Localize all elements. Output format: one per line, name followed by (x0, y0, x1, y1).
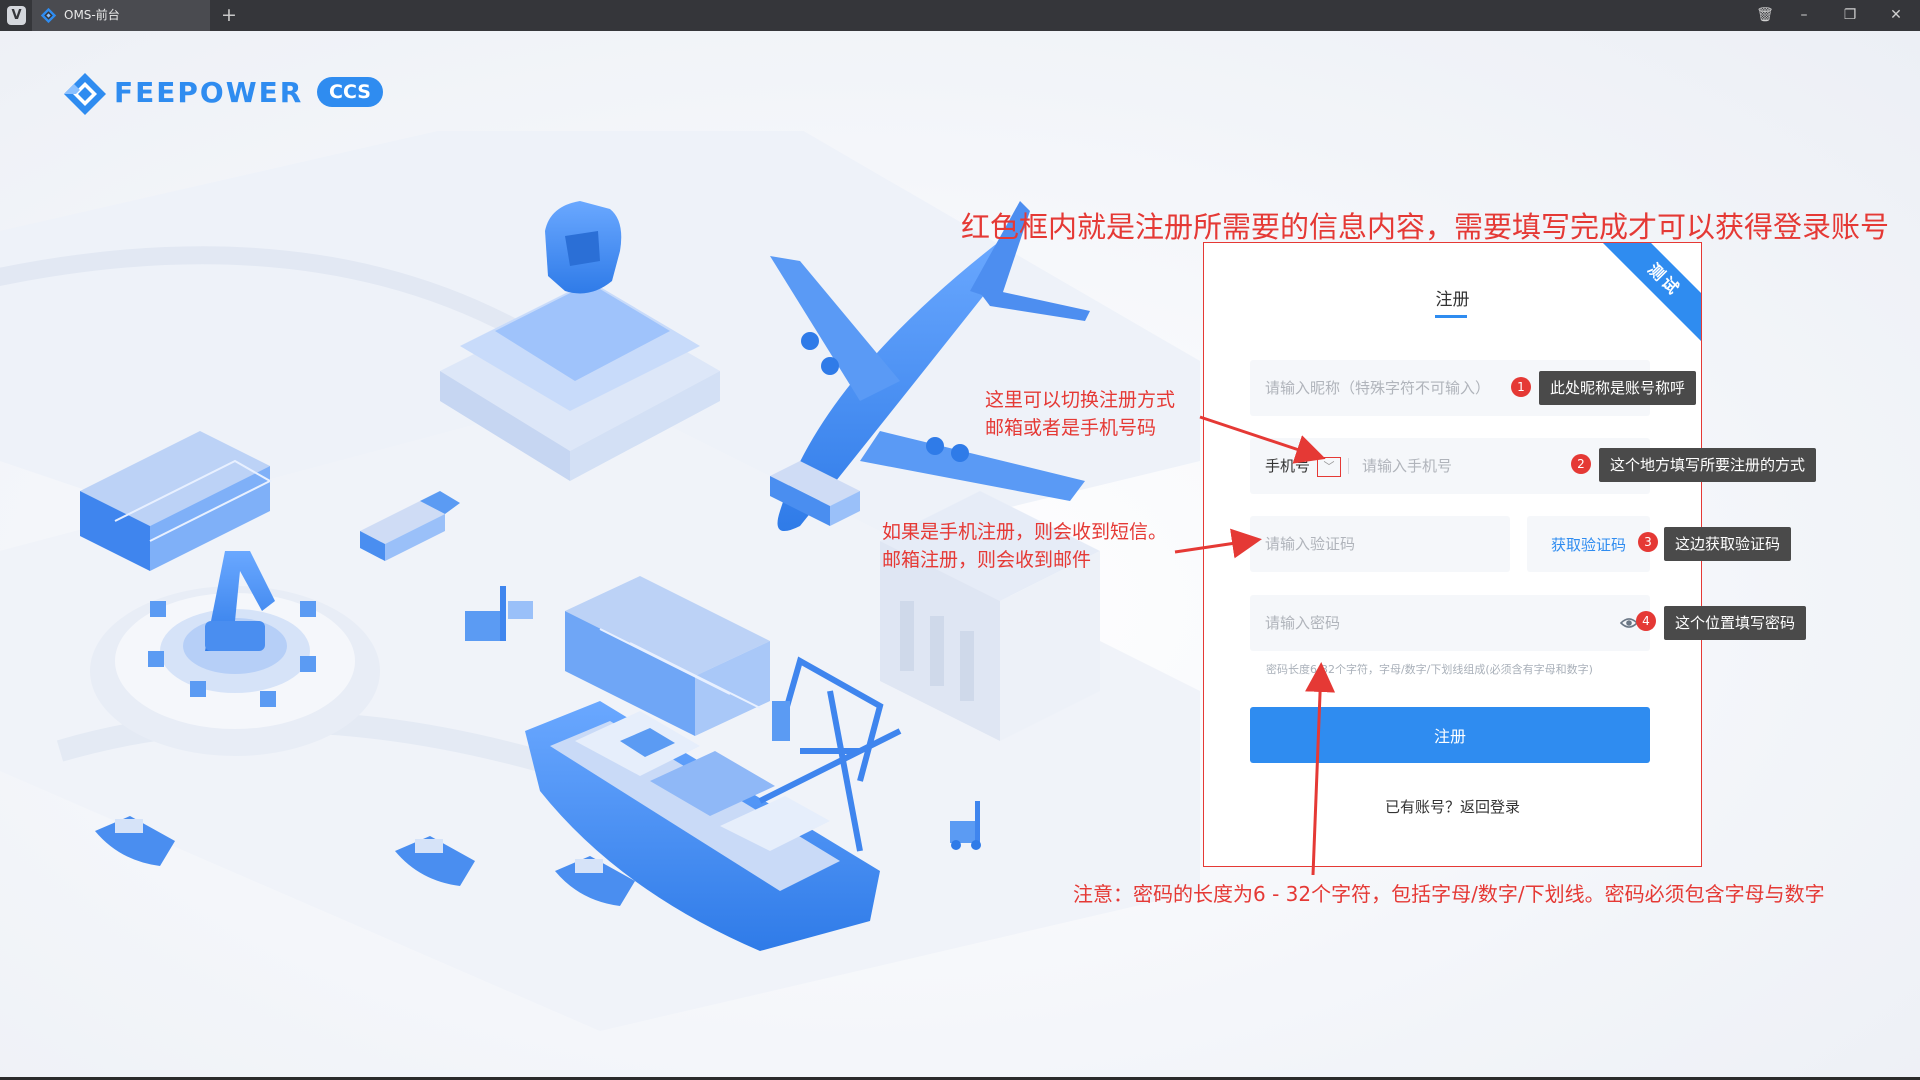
app-content: FEEPOWER CCS (0, 31, 1920, 1077)
password-field (1250, 595, 1650, 651)
password-hint: 密码长度6-32个字符，字母/数字/下划线组成(必须含有字母和数字) (1266, 663, 1593, 676)
register-panel: 测试 注册 手机号 ﹀ 获取验证码 密码长度6-32个字符，字母/数字/下划线组… (1203, 242, 1702, 867)
title-underline (1435, 315, 1467, 318)
annotation-bottom: 注意：密码的长度为6 - 32个字符，包括字母/数字/下划线。密码必须包含字母与… (1073, 882, 1825, 906)
logistics-illustration (0, 131, 1200, 1031)
annotation-sms-line-1: 如果是手机注册，则会收到短信。 (882, 521, 1168, 543)
verification-code-input[interactable] (1250, 516, 1510, 572)
brand-logo: FEEPOWER CCS (62, 71, 383, 117)
feepower-logo-icon (64, 73, 106, 115)
register-title: 注册 (1435, 290, 1470, 310)
title-bar: V OMS-前台 + 🗑 – ❐ ✕ (0, 0, 1920, 31)
browser-tab[interactable]: OMS-前台 (32, 0, 210, 31)
tab-title: OMS-前台 (64, 8, 120, 22)
callout-tip-3: 这边获取验证码 (1664, 527, 1792, 561)
new-tab-button[interactable]: + (221, 4, 237, 26)
restore-button[interactable]: ❐ (1843, 7, 1857, 23)
callout-tip-2: 这个地方填写所要注册的方式 (1599, 448, 1817, 482)
field-divider (1348, 458, 1349, 474)
callout-number-1: 1 (1511, 377, 1531, 397)
callout-number-4: 4 (1636, 611, 1656, 631)
account-type-select[interactable]: 手机号 (1265, 457, 1311, 475)
annotation-switch-line-2: 邮箱或者是手机号码 (985, 417, 1157, 439)
callout-tip-4: 这个位置填写密码 (1664, 606, 1807, 640)
callout-tip-1: 此处昵称是账号称呼 (1539, 371, 1697, 405)
register-button[interactable]: 注册 (1250, 707, 1650, 763)
chevron-down-icon[interactable]: ﹀ (1317, 457, 1341, 477)
brand-badge: CCS (317, 77, 383, 107)
annotation-switch: 这里可以切换注册方式 邮箱或者是手机号码 (985, 386, 1175, 442)
minimize-button[interactable]: – (1800, 7, 1808, 23)
callout-number-2: 2 (1571, 454, 1591, 474)
password-input[interactable] (1250, 595, 1650, 651)
trash-icon[interactable]: 🗑 (1756, 7, 1774, 23)
app-menu-button[interactable]: V (7, 6, 26, 25)
get-code-button[interactable]: 获取验证码 (1527, 516, 1650, 572)
feepower-favicon-icon (40, 7, 57, 24)
code-field (1250, 516, 1510, 572)
back-to-login-link[interactable]: 已有账号？返回登录 (1384, 798, 1520, 816)
brand-name: FEEPOWER (114, 76, 304, 109)
annotation-top: 红色框内就是注册所需要的信息内容，需要填写完成才可以获得登录账号 (961, 210, 1890, 244)
callout-number-3: 3 (1638, 532, 1658, 552)
annotation-switch-line-1: 这里可以切换注册方式 (985, 389, 1176, 411)
close-button[interactable]: ✕ (1890, 7, 1902, 23)
annotation-sms-line-2: 邮箱注册，则会收到邮件 (882, 549, 1092, 571)
window-bottom-border (0, 1077, 1920, 1080)
annotation-sms: 如果是手机注册，则会收到短信。 邮箱注册，则会收到邮件 (882, 518, 1167, 574)
